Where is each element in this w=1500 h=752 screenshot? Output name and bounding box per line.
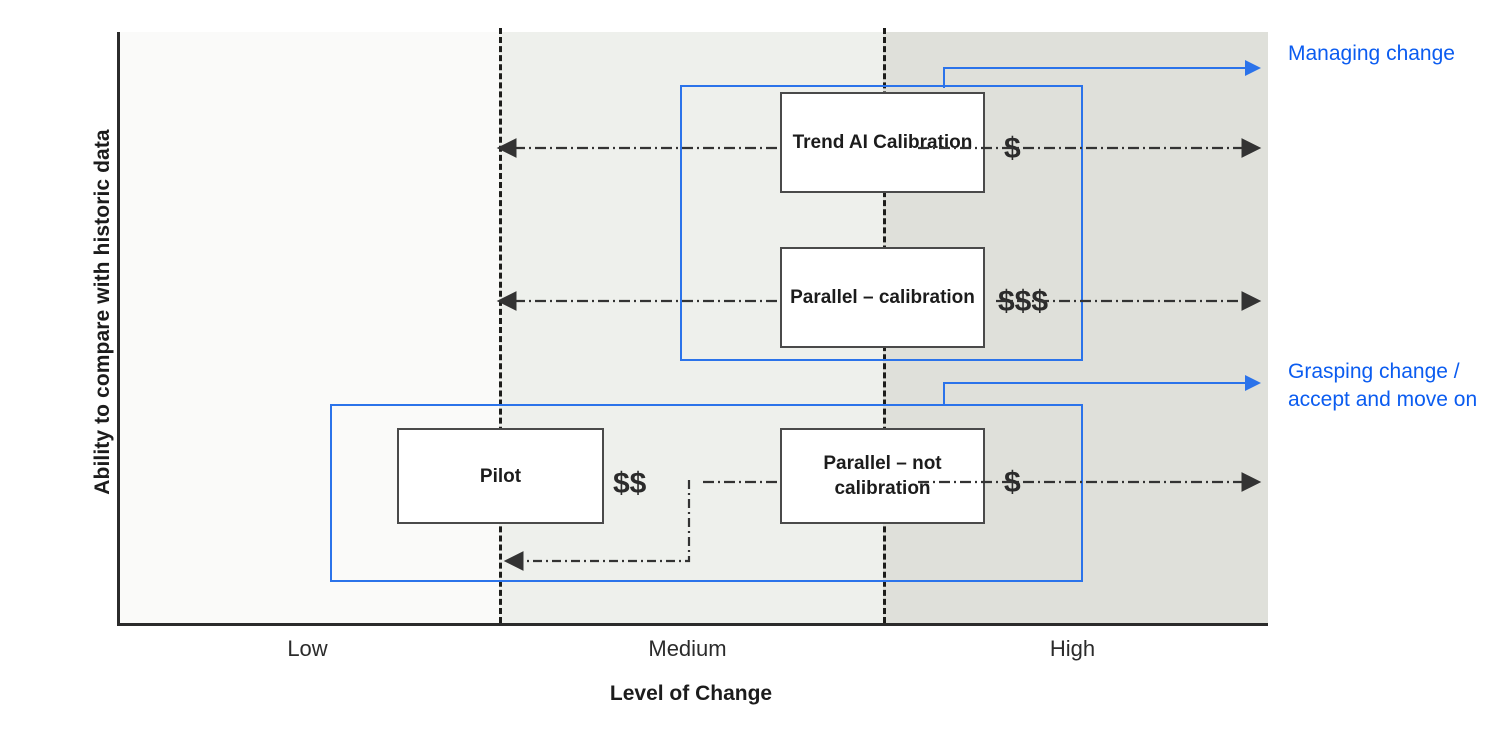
group-rect-grasping-change[interactable]	[330, 404, 1083, 582]
box-trend-ai-calibration[interactable]: Trend AI Calibration	[780, 92, 985, 193]
box-pilot[interactable]: Pilot	[397, 428, 604, 524]
x-tick-low: Low	[287, 636, 328, 661]
callout-label-managing-change: Managing change	[1288, 42, 1455, 65]
group-rect-managing-change[interactable]	[680, 85, 1083, 361]
band-low-change	[120, 32, 499, 623]
divider-low-medium	[499, 28, 502, 623]
cost-parallel-not-calibration: $	[1004, 466, 1021, 499]
box-parallel-calibration[interactable]: Parallel – calibration	[780, 247, 985, 348]
cost-pilot: $$	[613, 467, 647, 500]
callout-label-grasping-change: Grasping change / accept and move on	[1288, 360, 1478, 411]
box-parallel-not-calibration[interactable]: Parallel – not calibration	[780, 428, 985, 524]
cost-parallel-calibration: $$$	[998, 285, 1049, 318]
cost-trend-ai-calibration: $	[1004, 132, 1021, 165]
x-tick-high: High	[1049, 636, 1096, 661]
plot-area: Trend AI Calibration Parallel – calibrat…	[117, 28, 1268, 626]
x-tick-medium: Medium	[648, 636, 727, 661]
y-axis-title: Ability to compare with historic data	[91, 129, 114, 495]
x-axis-title: Level of Change	[609, 682, 773, 705]
